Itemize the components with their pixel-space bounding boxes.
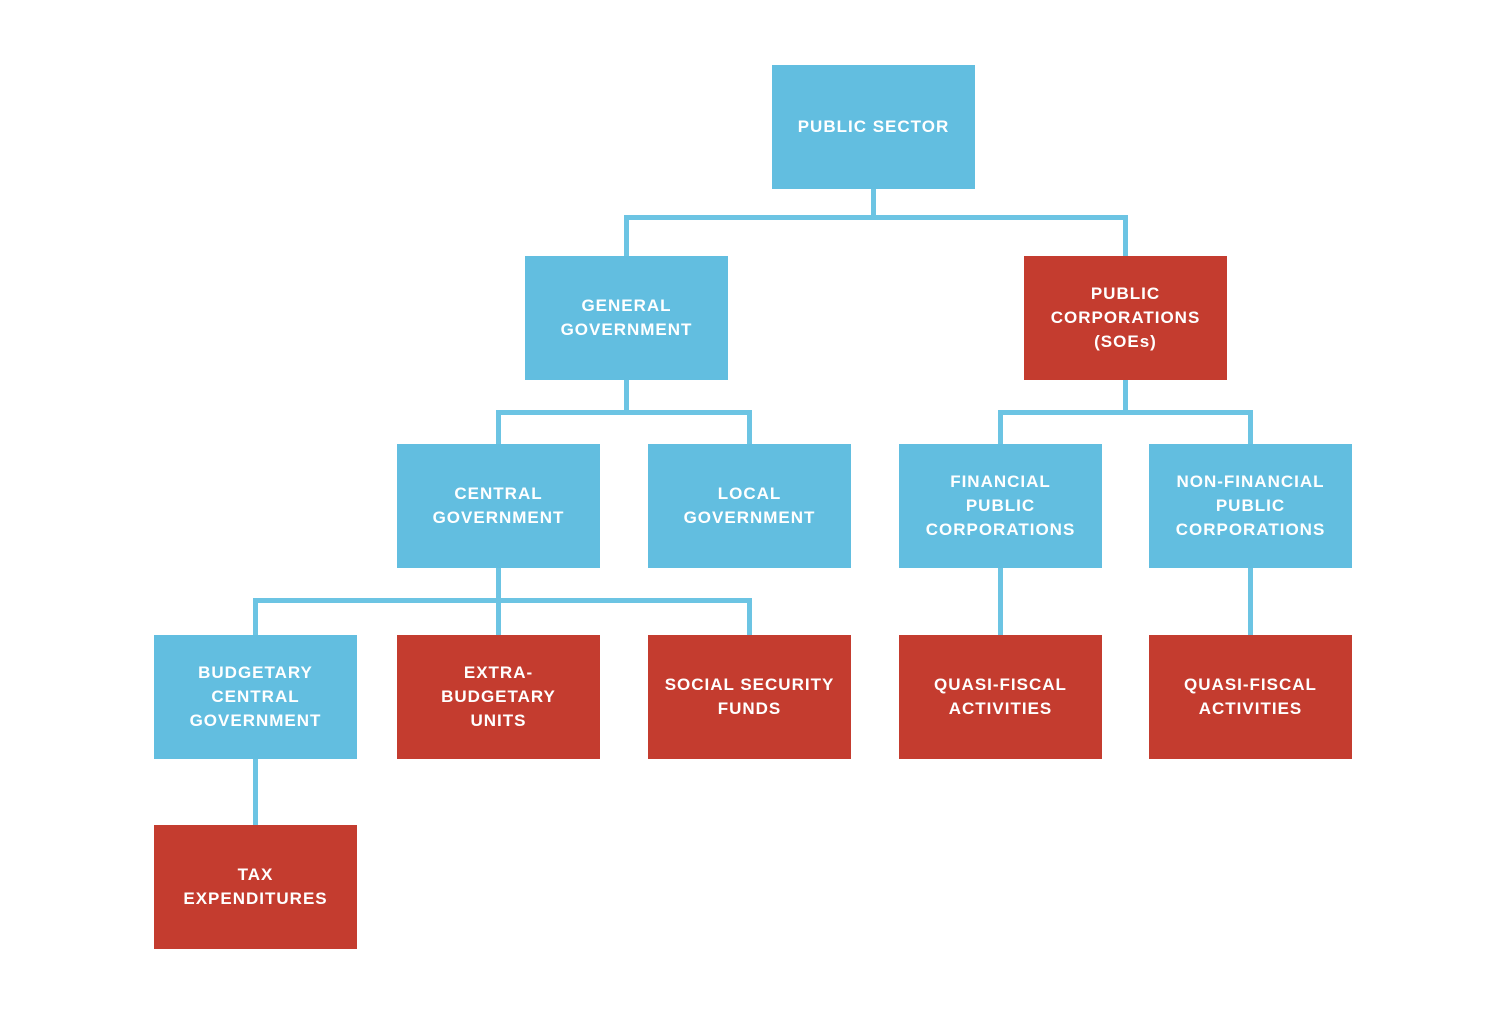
node-public-sector: PUBLIC SECTOR	[772, 65, 975, 189]
connector-non-financial-to-quasi-fiscal	[1248, 566, 1253, 637]
connector-financial-to-quasi-fiscal	[998, 566, 1003, 637]
connector-drop-local-government	[747, 410, 752, 446]
node-central-government: CENTRAL GOVERNMENT	[397, 444, 600, 568]
connector-drop-financial	[998, 410, 1003, 446]
node-financial-public-corporations-label: FINANCIAL PUBLIC CORPORATIONS	[925, 471, 1076, 540]
connector-level2-horizontal	[624, 215, 1128, 220]
node-quasi-fiscal-activities-non-financial: QUASI-FISCAL ACTIVITIES	[1149, 635, 1352, 759]
node-local-government-label: LOCAL GOVERNMENT	[683, 483, 816, 527]
node-extra-budgetary-units-label: EXTRA- BUDGETARY UNITS	[441, 662, 556, 731]
node-financial-public-corporations: FINANCIAL PUBLIC CORPORATIONS	[899, 444, 1102, 568]
connector-drop-general-government	[624, 215, 629, 258]
connector-drop-budgetary	[253, 598, 258, 637]
node-general-government-label: GENERAL GOVERNMENT	[560, 295, 693, 339]
node-tax-expenditures-label: TAX EXPENDITURES	[183, 864, 328, 908]
node-public-corporations-label: PUBLIC CORPORATIONS (SOEs)	[1050, 283, 1201, 352]
node-budgetary-central-government: BUDGETARY CENTRAL GOVERNMENT	[154, 635, 357, 759]
node-local-government: LOCAL GOVERNMENT	[648, 444, 851, 568]
connector-central-children-horizontal	[253, 598, 752, 603]
node-tax-expenditures: TAX EXPENDITURES	[154, 825, 357, 949]
node-budgetary-central-government-label: BUDGETARY CENTRAL GOVERNMENT	[189, 662, 322, 731]
connector-budgetary-to-tax	[253, 757, 258, 827]
node-extra-budgetary-units: EXTRA- BUDGETARY UNITS	[397, 635, 600, 759]
connector-drop-non-financial	[1248, 410, 1253, 446]
connector-drop-public-corporations	[1123, 215, 1128, 258]
node-social-security-funds: SOCIAL SECURITY FUNDS	[648, 635, 851, 759]
connector-central-government-stem	[496, 566, 501, 603]
node-non-financial-public-corporations: NON-FINANCIAL PUBLIC CORPORATIONS	[1149, 444, 1352, 568]
connector-drop-extra-budgetary	[496, 598, 501, 637]
connector-public-corporations-stem	[1123, 378, 1128, 415]
connector-general-children-horizontal	[496, 410, 752, 415]
node-public-sector-label: PUBLIC SECTOR	[797, 116, 950, 136]
node-quasi-fiscal-activities-non-financial-label: QUASI-FISCAL ACTIVITIES	[1184, 674, 1317, 718]
node-general-government: GENERAL GOVERNMENT	[525, 256, 728, 380]
node-non-financial-public-corporations-label: NON-FINANCIAL PUBLIC CORPORATIONS	[1175, 471, 1326, 540]
connector-drop-central-government	[496, 410, 501, 446]
connector-corporations-children-horizontal	[998, 410, 1253, 415]
node-social-security-funds-label: SOCIAL SECURITY FUNDS	[664, 674, 835, 718]
node-public-corporations: PUBLIC CORPORATIONS (SOEs)	[1024, 256, 1227, 380]
connector-general-government-stem	[624, 378, 629, 415]
node-quasi-fiscal-activities-financial-label: QUASI-FISCAL ACTIVITIES	[934, 674, 1067, 718]
connector-drop-social-security	[747, 598, 752, 637]
node-central-government-label: CENTRAL GOVERNMENT	[432, 483, 565, 527]
connector-public-sector-stem	[871, 188, 876, 220]
node-quasi-fiscal-activities-financial: QUASI-FISCAL ACTIVITIES	[899, 635, 1102, 759]
